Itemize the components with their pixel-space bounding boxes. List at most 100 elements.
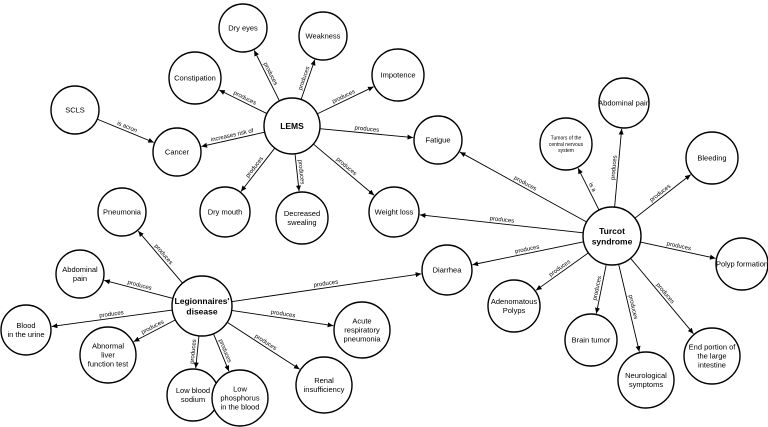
node-label: Abdominal (62, 265, 98, 274)
node-dry-eyes: Dry eyes (218, 3, 268, 53)
node-abdominal-pain-t: Abdominal pain (598, 77, 650, 129)
node-label: Diarrhea (433, 266, 463, 275)
node-fatigue: Fatigue (413, 115, 463, 165)
node-circle (715, 237, 768, 291)
node-label: in the urine (7, 330, 44, 339)
node-sclc: SCLS (50, 85, 100, 135)
node-dry-mouth: Dry mouth (199, 186, 251, 238)
node-label: insufficiency (304, 385, 345, 394)
edge-arrow (300, 59, 316, 100)
edge-lems-to-weakness: produces (298, 59, 316, 100)
edge-legionnaires-to-blood-urine: produces (51, 309, 173, 329)
edge-turcot-to-weight-loss: produces (419, 212, 584, 234)
node-label: intestine (698, 361, 726, 370)
edge-lems-to-cancer: increases risk of (201, 128, 265, 148)
node-label: Turcot (599, 226, 625, 236)
edge-label: produces (313, 279, 338, 289)
edge-turcot-to-diarrhea: produces (472, 241, 584, 267)
node-label: function test (88, 360, 129, 369)
node-circle (487, 279, 541, 333)
node-label: Brain tumor (572, 336, 611, 345)
edge-legionnaires-to-diarrhea: produces (231, 272, 422, 303)
node-circle (368, 186, 420, 238)
node-label: Impotence (380, 71, 415, 80)
node-circle (582, 206, 642, 266)
edge-legionnaires-to-acute-resp: produces (231, 310, 334, 328)
edge-label: produces (245, 156, 265, 179)
edge-legionnaires-to-abdominal-pain-l: produces (104, 279, 174, 299)
edge-arrow (133, 319, 176, 342)
node-circle (79, 326, 137, 384)
node-label: Cancer (165, 148, 190, 157)
node-label: LEMS (280, 121, 304, 131)
node-label: symptoms (629, 380, 663, 389)
edge-lems-to-impotence: produces (317, 86, 374, 115)
node-brain-tumor: Brain tumor (564, 313, 618, 367)
node-label: Abnormal (92, 342, 124, 351)
edge-label: is acron (116, 121, 138, 135)
edge-label: is a (587, 182, 597, 194)
node-label: liver (101, 351, 115, 360)
node-label: Blood (16, 321, 35, 330)
edge-lems-to-decreased-sweating: produces (294, 153, 305, 192)
edge-arrow (218, 89, 268, 114)
edge-lems-to-dry-mouth: produces (240, 147, 276, 192)
node-circle (295, 356, 353, 414)
edge-label: produces (611, 155, 619, 180)
node-circle (421, 244, 473, 296)
node-circle (275, 191, 329, 245)
edge-label: produces (127, 280, 152, 292)
node-label: Weakness (306, 32, 341, 41)
node-circle (333, 301, 391, 359)
edge-label: produces (513, 175, 538, 192)
node-circle (55, 249, 105, 299)
edge-lems-to-weight-loss: produces (313, 143, 375, 196)
node-label: Weight loss (375, 208, 414, 217)
node-label: Renal (314, 376, 334, 385)
node-lems: LEMS (263, 97, 321, 155)
edge-label: produces (592, 276, 603, 301)
edge-arrow (317, 86, 374, 115)
node-label: Low blood (176, 386, 210, 395)
edge-label: produces (627, 294, 639, 319)
edge-legionnaires-to-low-sodium: produces (190, 335, 200, 369)
edge-arrow (226, 321, 300, 370)
edge-arrow (231, 272, 422, 303)
node-label: Dry eyes (228, 24, 258, 33)
node-polyp-formation: Polyp formation (715, 237, 768, 291)
node-bleeding: Bleeding (685, 131, 739, 185)
node-label: End portion of (689, 343, 737, 352)
node-label: syndrome (592, 237, 633, 247)
node-label: Polyps (503, 306, 526, 315)
node-circle (683, 327, 741, 385)
node-label: SCLS (65, 106, 85, 115)
node-circle (168, 51, 222, 105)
node-label: pain (73, 274, 87, 283)
node-circle (152, 127, 202, 177)
edge-label: produces (99, 310, 124, 319)
node-circle (598, 77, 650, 129)
node-label: swealing (287, 218, 316, 227)
edge-arrow (594, 264, 607, 314)
node-label: respiratory (344, 326, 380, 335)
edge-arrow (535, 252, 589, 291)
edge-turcot-to-tumors-cns: is a (577, 167, 600, 211)
edge-label: produces (489, 216, 514, 225)
edge-turcot-to-end-portion: produces (630, 257, 694, 335)
node-impotence: Impotence (371, 48, 425, 102)
edge-arrow (231, 310, 334, 328)
edge-arrow (577, 167, 600, 211)
edge-label: produces (141, 319, 166, 336)
node-label: central nervous (549, 142, 584, 148)
node-weight-loss: Weight loss (368, 186, 420, 238)
edge-turcot-to-abdominal-pain-t: produces (611, 128, 624, 208)
